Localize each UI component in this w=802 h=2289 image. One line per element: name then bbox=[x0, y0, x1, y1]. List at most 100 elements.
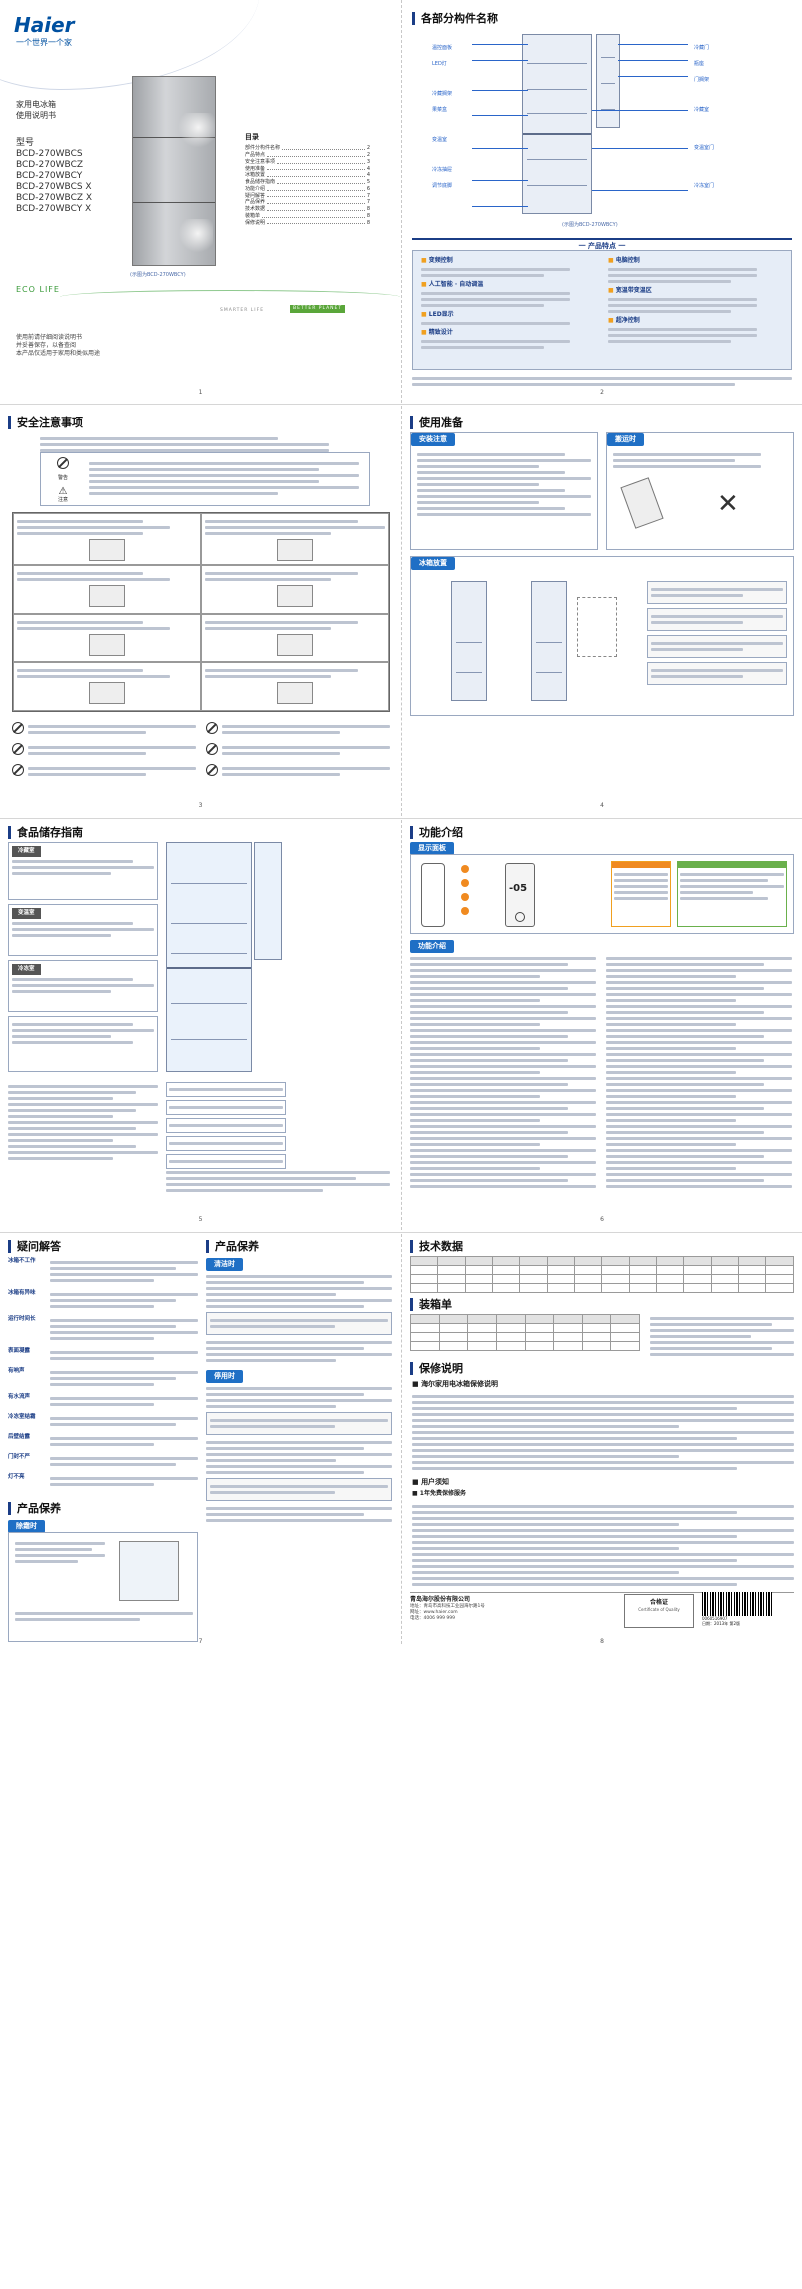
company-address: 地址：青岛市高科技工业园海尔路1号 bbox=[410, 1604, 485, 1610]
feature-item: ■ 宽温带变温区 bbox=[608, 287, 652, 295]
feature-item: ■ 超净控制 bbox=[608, 317, 640, 325]
parts-caption: (示图为BCD-270WBCY) bbox=[562, 222, 618, 228]
feature-item: ■ 电脑控制 bbox=[608, 257, 640, 264]
page-number: 1 bbox=[198, 388, 203, 396]
page-divider bbox=[401, 0, 402, 403]
qa-care-page: 疑问解答 冰箱不工作 冰箱有异味 运行时间长 表面凝露 有响声 有水流声 冷冻室… bbox=[0, 1234, 401, 2289]
page-divider bbox=[401, 406, 402, 816]
temperature-scale bbox=[166, 1082, 286, 1169]
display-panel-diagram: -05 bbox=[410, 854, 794, 934]
company-hotline: 电话：4006 999 999 bbox=[410, 1616, 455, 1622]
green-swoosh bbox=[60, 290, 400, 304]
power-button[interactable] bbox=[515, 912, 525, 922]
sheet-1: Haier 一个世界一个家 家用电冰箱 使用说明书 型号 BCD-270WBCS… bbox=[0, 0, 802, 403]
page-number: 4 bbox=[600, 801, 604, 809]
tab-defrost: 除霜时 bbox=[8, 1520, 45, 1534]
sheet-divider bbox=[0, 404, 802, 405]
quality-certificate: 合格证 Certificate of Quality bbox=[624, 1594, 694, 1628]
barcode bbox=[702, 1592, 772, 1616]
packing-list-title: 装箱单 bbox=[410, 1298, 452, 1311]
eco-life-logo: ECO LIFE bbox=[16, 285, 60, 294]
cover-page: Haier 一个世界一个家 家用电冰箱 使用说明书 型号 BCD-270WBCS… bbox=[0, 0, 401, 403]
prohibit-icon bbox=[12, 764, 24, 776]
barcode-block: 0060516907 日期：2013年 第2版 bbox=[702, 1592, 794, 1627]
part-labels-left: 温控面板 LED灯 冷藏搁架 果菜盒 变温室 冷冻抽屉 调节底脚 bbox=[432, 45, 453, 189]
care-main-title: 产品保养 bbox=[206, 1240, 259, 1253]
caution-icon: ⚠ bbox=[58, 486, 68, 497]
company-name: 青岛海尔股份有限公司 bbox=[410, 1596, 471, 1603]
cover-caption: (示图为BCD-270WBCY) bbox=[130, 272, 186, 278]
tab-install-notes: 安装注意 bbox=[411, 433, 455, 447]
qa-question: 冰箱不工作 bbox=[8, 1258, 36, 1264]
functions-page: 功能介绍 显示面板 -05 功能介绍 6 bbox=[402, 820, 802, 1230]
cover-fridge-image bbox=[132, 76, 216, 266]
barcode-number: 0060516907 bbox=[702, 1616, 728, 1621]
tab-transport: 搬运时 bbox=[607, 433, 644, 447]
page-title: 食品储存指南 bbox=[8, 826, 83, 839]
transport-notes: 搬运时 ✕ bbox=[606, 432, 794, 550]
parts-page: 各部分构件名称 bbox=[402, 0, 802, 403]
qa-title: 疑问解答 bbox=[8, 1240, 61, 1253]
no-tilt-icon: ✕ bbox=[717, 489, 739, 519]
safety-rules bbox=[12, 722, 390, 779]
prohibit-icon bbox=[12, 722, 24, 734]
tech-data-table bbox=[409, 1256, 794, 1293]
prohibit-icon bbox=[12, 743, 24, 755]
safety-grid bbox=[12, 512, 390, 712]
qa-list: 冰箱不工作 冰箱有异味 运行时间长 表面凝露 有响声 有水流声 冷冻室结霜 后壁… bbox=[8, 1258, 198, 1494]
date-value: 2013年 第2版 bbox=[714, 1621, 740, 1627]
care-title: 产品保养 bbox=[8, 1502, 61, 1515]
page-number: 3 bbox=[198, 801, 203, 809]
feature-item: ■ LED显示 bbox=[421, 311, 454, 319]
safety-page: 安全注意事项 警告 ⚠ 注意 3 bbox=[0, 406, 401, 816]
prohibit-icon bbox=[206, 722, 218, 734]
page-title: 安全注意事项 bbox=[8, 416, 83, 429]
page-title: 使用准备 bbox=[410, 416, 463, 429]
better-planet-label: BETTER PLANET bbox=[290, 305, 346, 314]
prohibit-icon bbox=[57, 457, 69, 469]
preparation-page: 使用准备 安装注意 搬运时 ✕ 冰箱放置 4 bbox=[402, 406, 802, 816]
qa-question: 表面凝露 bbox=[8, 1348, 31, 1354]
feature-item: ■ 精致设计 bbox=[421, 329, 453, 337]
warning-legend: 警告 ⚠ 注意 bbox=[40, 452, 370, 506]
feature-item: ■ 人工智能 · 自动调温 bbox=[421, 281, 484, 289]
qa-question: 冰箱有异味 bbox=[8, 1290, 36, 1296]
tab-function-intro: 功能介绍 bbox=[410, 940, 454, 954]
warranty-subtitle: ■ 海尔家用电冰箱保修说明 bbox=[412, 1380, 499, 1388]
smarter-life-label: SMARTER LIFE bbox=[220, 308, 265, 313]
install-notes: 安装注意 bbox=[410, 432, 598, 550]
page-number: 8 bbox=[600, 1638, 604, 1645]
food-storage-page: 食品储存指南 冷藏室 变温室 冷冻室 5 bbox=[0, 820, 401, 1230]
tab-placement: 冰箱放置 bbox=[411, 557, 455, 571]
sheet-2: 安全注意事项 警告 ⚠ 注意 3 bbox=[0, 406, 802, 816]
toc-title: 目录 bbox=[245, 133, 259, 141]
packing-table bbox=[410, 1314, 640, 1351]
page-title: 功能介绍 bbox=[410, 826, 463, 839]
page-number: 7 bbox=[198, 1638, 203, 1645]
qa-question: 运行时间长 bbox=[8, 1316, 36, 1322]
sheet-divider bbox=[0, 1232, 802, 1233]
placement-section: 冰箱放置 bbox=[410, 556, 794, 716]
feature-item: ■ 变频控制 bbox=[421, 257, 453, 264]
user-notice-subtitle: ■ 用户须知 bbox=[412, 1478, 450, 1486]
storage-zones: 冷藏室 变温室 冷冻室 bbox=[8, 842, 158, 1072]
date-label: 日期： bbox=[702, 1621, 714, 1627]
defrost-box bbox=[8, 1532, 198, 1642]
page-number: 5 bbox=[198, 1215, 203, 1223]
zone-label: 冷藏室 bbox=[12, 846, 41, 858]
part-labels-right: 冷藏门 瓶座 门搁架 冷藏室 变温室门 冷冻室门 bbox=[694, 45, 715, 189]
sheet-4: 疑问解答 冰箱不工作 冰箱有异味 运行时间长 表面凝露 有响声 有水流声 冷冻室… bbox=[0, 1234, 802, 2289]
